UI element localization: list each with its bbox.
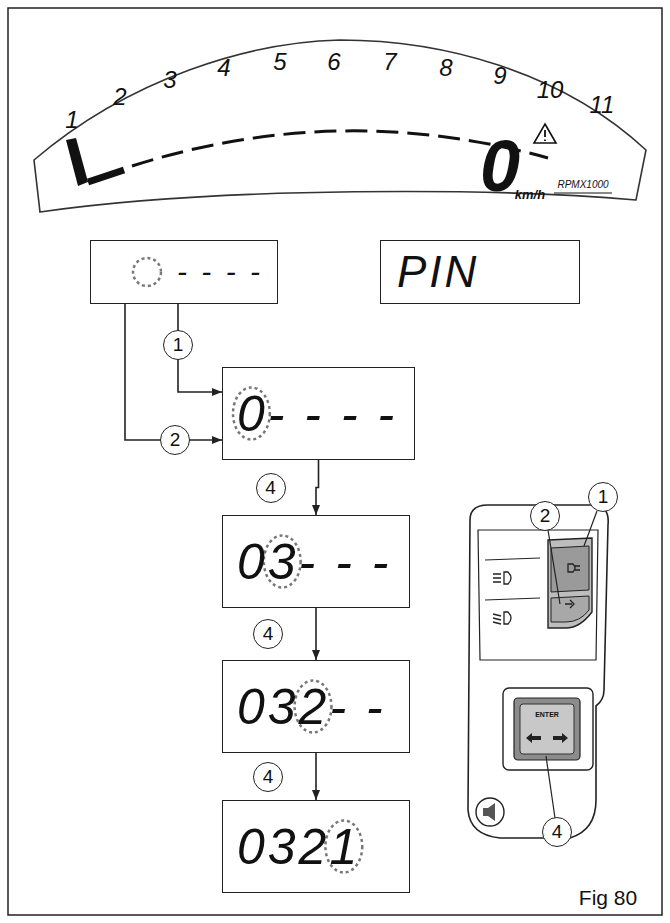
- display-text: 0- - - -: [237, 389, 397, 439]
- rpm-unit: RPMX1000: [557, 180, 608, 190]
- warning-symbol: [544, 130, 546, 141]
- button-2: [551, 596, 589, 622]
- callout-number: 4: [253, 762, 283, 792]
- speed-unit: km/h: [515, 188, 545, 201]
- connector-arrow: [315, 753, 317, 800]
- display-text: - - - -: [177, 257, 263, 287]
- display-step: 0321: [222, 800, 410, 893]
- callout-number: 2: [530, 501, 560, 531]
- tach-number: 8: [439, 56, 452, 80]
- leader-line: [548, 530, 560, 604]
- leader-line: [546, 756, 555, 818]
- lcd-panel: PIN: [380, 240, 580, 304]
- tach-number: 5: [273, 50, 286, 74]
- display-step: 03- - -: [222, 515, 410, 608]
- lcd-panel: - - - -: [90, 240, 278, 304]
- callout-number: 4: [542, 817, 572, 847]
- flash-mark: [133, 258, 161, 286]
- underline: [554, 193, 612, 194]
- joystick-arrows: [526, 733, 568, 743]
- headlight-icon: [493, 564, 580, 624]
- callout-number: 1: [588, 482, 618, 512]
- connector-arrow: [316, 460, 319, 515]
- joystick: [514, 698, 580, 760]
- display-step: 032- -: [222, 660, 410, 753]
- button-text: ENTER: [535, 711, 559, 718]
- horn-button: [476, 798, 504, 826]
- tach-bar: [66, 138, 88, 186]
- figure-frame: [8, 8, 662, 915]
- callout-number: 4: [256, 473, 286, 503]
- display-step: 0- - - -: [222, 367, 415, 460]
- warning-symbol: [534, 124, 556, 143]
- figure-caption: Fig 80: [579, 887, 637, 908]
- joystick-bezel: [503, 688, 593, 770]
- callout-number: 1: [163, 330, 193, 360]
- tach-number: 2: [113, 85, 126, 109]
- switch-housing: [468, 505, 608, 838]
- display-text: PIN: [397, 250, 479, 294]
- tach-number: 7: [383, 50, 396, 74]
- cluster-outline: [34, 40, 646, 212]
- display-text: 032- -: [237, 682, 386, 732]
- display-text: 0321: [237, 822, 360, 872]
- connector-arrow: [125, 304, 222, 440]
- display-text: 03- - -: [237, 537, 391, 587]
- dimmer-button: [548, 538, 592, 628]
- tach-number: 3: [163, 68, 176, 92]
- horn-icon: [483, 803, 495, 821]
- tach-number: 10: [537, 78, 564, 102]
- switch-line: [485, 558, 540, 600]
- speed-value: 0: [480, 130, 520, 202]
- tach-number: 1: [65, 108, 78, 132]
- tach-number: 9: [493, 64, 506, 88]
- callout-number: 4: [253, 619, 283, 649]
- tach-number: 11: [590, 93, 615, 117]
- switch-panel: [478, 530, 598, 660]
- connector-arrow: [315, 608, 317, 660]
- callout-number: 2: [160, 425, 190, 455]
- tach-number: 6: [327, 50, 340, 74]
- joystick-cap: [520, 704, 574, 754]
- tach-bar: [88, 170, 124, 182]
- leader-line: [584, 511, 597, 546]
- tach-number: 4: [217, 56, 230, 80]
